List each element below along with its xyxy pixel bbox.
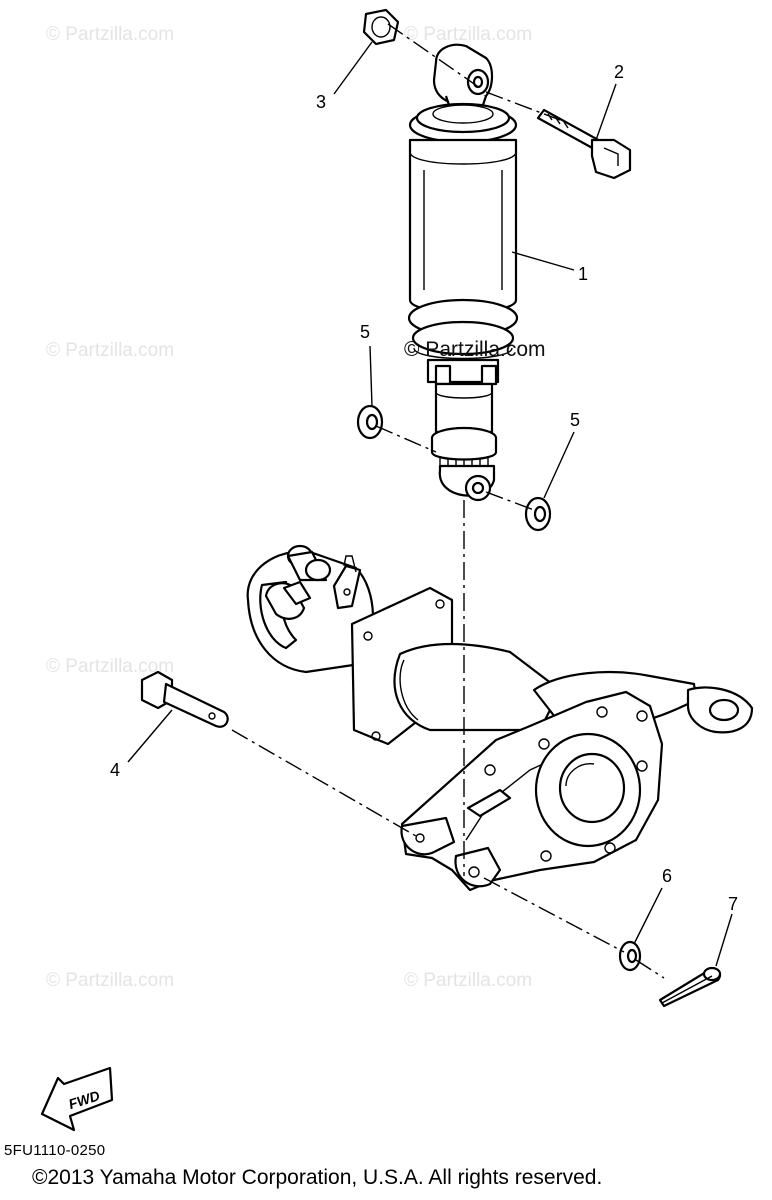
fwd-arrow-icon: FWD <box>40 1066 114 1132</box>
washer-upper[interactable] <box>356 404 384 440</box>
watermark: © Partzilla.com <box>46 656 175 677</box>
rear-axle-housing <box>246 544 754 892</box>
washer-lower[interactable] <box>524 496 552 532</box>
assembly-line <box>485 91 561 121</box>
leader-line <box>595 83 617 141</box>
shock-absorber[interactable] <box>407 43 519 502</box>
assembly-line <box>635 959 665 979</box>
long-bolt[interactable] <box>140 670 229 728</box>
watermark: © Partzilla.com <box>404 970 533 991</box>
watermark: © Partzilla.com <box>404 24 533 45</box>
callout-5b: 5 <box>570 410 580 430</box>
watermark: © Partzilla.com <box>46 970 175 991</box>
assembly-line <box>375 425 437 453</box>
assembly-line <box>485 491 535 511</box>
assembly-line <box>387 23 481 89</box>
plain-washer[interactable] <box>618 940 642 972</box>
leader-line <box>511 251 575 271</box>
leader-line <box>333 41 373 95</box>
assembly-line <box>231 729 417 837</box>
nut[interactable] <box>362 8 400 46</box>
bolt[interactable] <box>536 108 632 180</box>
watermark-center: © Partzilla.com <box>404 338 546 361</box>
callout-5a: 5 <box>360 322 370 342</box>
watermark: © Partzilla.com <box>46 24 175 45</box>
callout-3: 3 <box>316 92 326 112</box>
callout-4: 4 <box>110 760 120 780</box>
callout-6: 6 <box>662 866 672 886</box>
callout-2: 2 <box>614 62 624 82</box>
leader-line <box>543 431 575 499</box>
callout-7: 7 <box>728 894 738 914</box>
cotter-pin[interactable] <box>658 966 722 1008</box>
diagram-code: 5FU1110-0250 <box>4 1142 106 1159</box>
leader-line <box>633 887 663 945</box>
leader-line <box>127 709 173 763</box>
leader-line <box>369 345 373 407</box>
copyright-notice: ©2013 Yamaha Motor Corporation, U.S.A. A… <box>32 1166 603 1189</box>
assembly-line <box>483 877 625 953</box>
callout-1: 1 <box>578 264 588 284</box>
leader-line <box>715 913 733 967</box>
watermark: © Partzilla.com <box>46 340 175 361</box>
